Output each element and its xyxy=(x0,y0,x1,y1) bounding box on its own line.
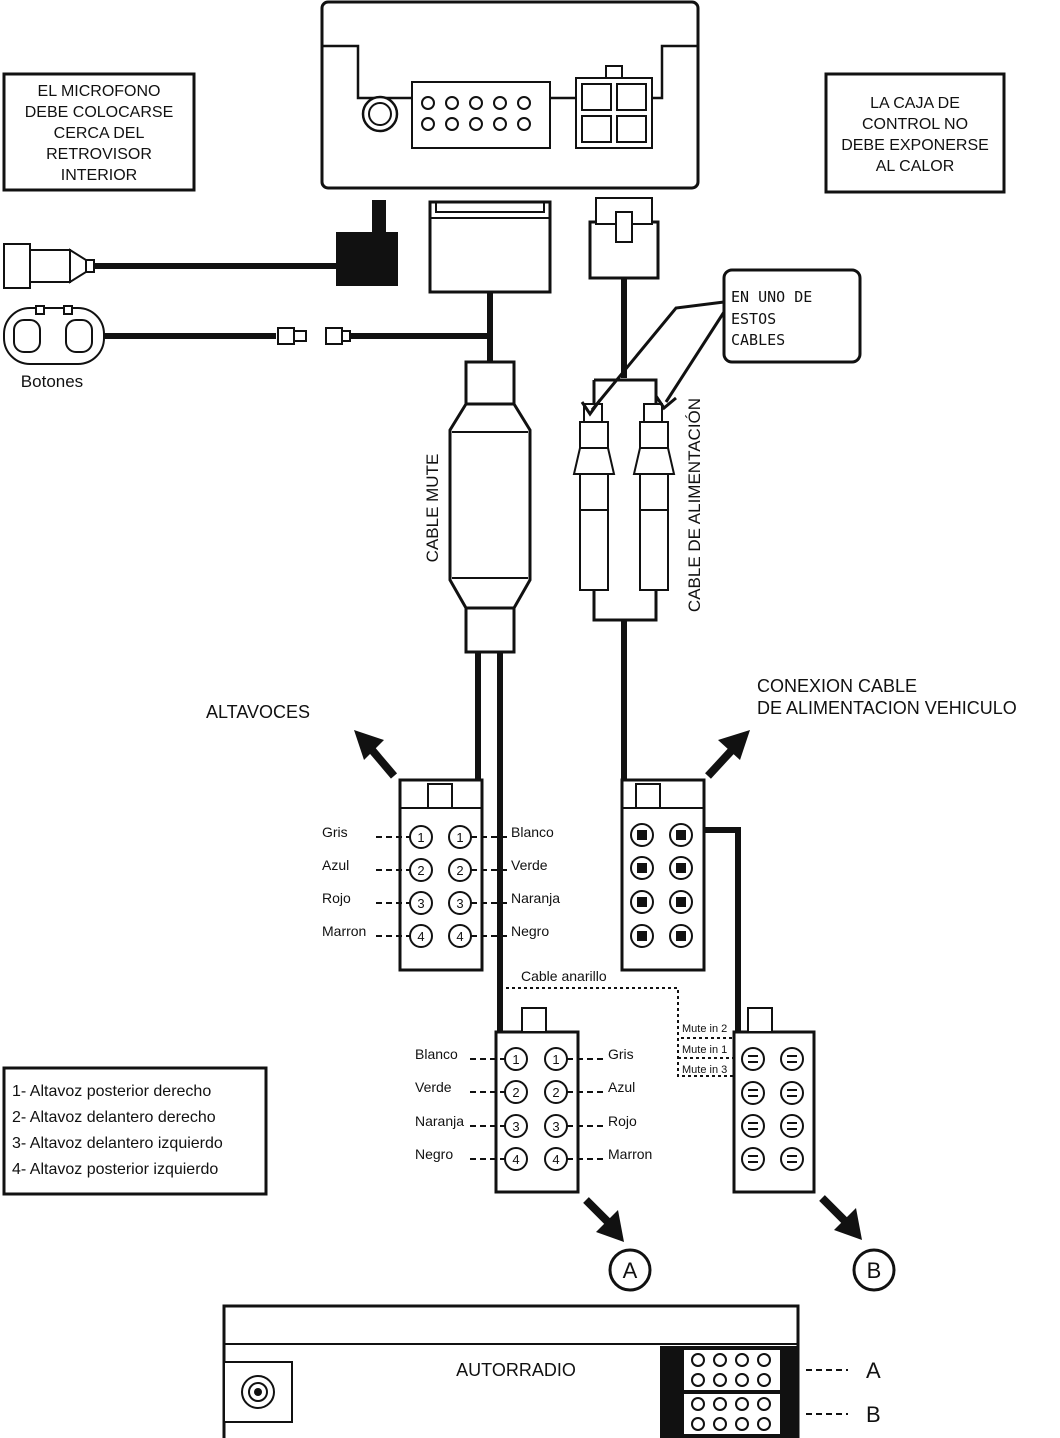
note-microphone: EL MICROFONO DEBE COLOCARSE CERCA DEL RE… xyxy=(2,72,196,192)
pin-number: 1 xyxy=(512,1052,519,1067)
wire-label: Gris xyxy=(322,824,348,840)
power-cable: CABLE DE ALIMENTACIÓN xyxy=(572,197,704,780)
pin-number: 2 xyxy=(417,863,424,878)
mute-option: Mute in 1 xyxy=(682,1044,727,1056)
power-cable-label: CABLE DE ALIMENTACIÓN xyxy=(685,398,704,612)
mute-cable-label: CABLE MUTE xyxy=(423,454,442,563)
pin-number: 3 xyxy=(552,1119,559,1134)
wire-label: Naranja xyxy=(415,1113,464,1129)
control-box-pin-grid xyxy=(421,96,531,131)
wire-label: Azul xyxy=(608,1079,635,1095)
radio-port-pins xyxy=(691,1353,771,1431)
wire-label: Rojo xyxy=(608,1113,637,1129)
wire-label: Verde xyxy=(415,1079,452,1095)
note-control-box: LA CAJA DE CONTROL NO DEBE EXPONERSE AL … xyxy=(824,72,1006,194)
pin-number: 4 xyxy=(512,1152,519,1167)
port-a-marker: A xyxy=(623,1258,638,1283)
note-control-box-line: LA CAJA DE xyxy=(870,95,960,112)
pin-number: 3 xyxy=(512,1119,519,1134)
speakers-label: ALTAVOCES xyxy=(206,702,310,722)
legend-item: 1- Altavoz posterior derecho xyxy=(12,1083,211,1100)
pin-number: 4 xyxy=(417,929,424,944)
wire-label: Verde xyxy=(511,857,548,873)
mute-option: Mute in 3 xyxy=(682,1064,727,1076)
legend-item: 2- Altavoz delantero derecho xyxy=(12,1109,216,1126)
note-microphone-line: EL MICROFONO xyxy=(38,83,161,100)
wire-label: Naranja xyxy=(511,890,560,906)
note-microphone-line: DEBE COLOCARSE xyxy=(25,104,173,121)
vehicle-power-connector: CONEXION CABLE DE ALIMENTACION VEHICULO xyxy=(620,676,1017,1032)
buttons-pad: Botones xyxy=(3,305,488,391)
yellow-cable-label: Cable anarillo xyxy=(521,968,607,984)
speaker-legend: 1- Altavoz posterior derecho 2- Altavoz … xyxy=(2,1066,268,1196)
microphone xyxy=(3,200,398,289)
note-control-box-line: DEBE EXPONERSE xyxy=(841,137,989,154)
note-one-of-cables-line: EN UNO DE xyxy=(731,288,812,306)
note-one-of-cables-line: CABLES xyxy=(731,331,785,349)
wire-label: Negro xyxy=(415,1146,453,1162)
port-b-marker: B xyxy=(867,1258,882,1283)
pin-number: 2 xyxy=(456,863,463,878)
wire-label: Blanco xyxy=(511,824,554,840)
pin-number: 4 xyxy=(552,1152,559,1167)
pin-number: 1 xyxy=(552,1052,559,1067)
connector-a: 1 1 2 2 3 3 4 4 Blanco Verde Naranja Neg… xyxy=(415,1007,652,1292)
vehicle-power-label: DE ALIMENTACION VEHICULO xyxy=(757,698,1017,718)
note-microphone-line: RETROVISOR xyxy=(46,146,152,163)
connector-b: B xyxy=(732,1007,896,1292)
mute-option: Mute in 2 xyxy=(682,1023,727,1035)
note-microphone-line: INTERIOR xyxy=(61,167,137,184)
pin-number: 3 xyxy=(417,896,424,911)
radio-port-b-label: B xyxy=(866,1402,881,1427)
car-radio: AUTORRADIO A B xyxy=(222,1304,881,1438)
pin-number: 3 xyxy=(456,896,463,911)
note-control-box-line: CONTROL NO xyxy=(862,116,968,133)
pin-number: 1 xyxy=(456,830,463,845)
speakers-pin-rows: 1 1 2 2 3 3 4 4 xyxy=(409,825,472,948)
note-one-of-cables: EN UNO DE ESTOS CABLES xyxy=(580,268,862,417)
wire-label: Blanco xyxy=(415,1046,458,1062)
speakers-connector: ALTAVOCES 1 1 2 2 3 3 4 4 Gris Azul Rojo… xyxy=(206,702,560,972)
note-control-box-line: AL CALOR xyxy=(876,158,955,175)
note-microphone-line: CERCA DEL xyxy=(54,125,145,142)
pin-number: 1 xyxy=(417,830,424,845)
pin-number: 2 xyxy=(552,1085,559,1100)
mute-cable: CABLE MUTE xyxy=(423,200,552,1032)
wire-label: Marron xyxy=(322,923,366,939)
power-pin-rows xyxy=(630,823,693,948)
radio-label: AUTORRADIO xyxy=(456,1360,576,1380)
vehicle-power-label: CONEXION CABLE xyxy=(757,676,917,696)
wire-label: Rojo xyxy=(322,890,351,906)
buttons-label: Botones xyxy=(21,372,83,391)
connector-b-pins xyxy=(741,1047,804,1171)
legend-item: 4- Altavoz posterior izquierdo xyxy=(12,1161,218,1178)
radio-port-a-label: A xyxy=(866,1358,881,1383)
control-box xyxy=(320,0,700,190)
pin-number: 4 xyxy=(456,929,463,944)
pin-number: 2 xyxy=(512,1085,519,1100)
wire-label: Azul xyxy=(322,857,349,873)
legend-item: 3- Altavoz delantero izquierdo xyxy=(12,1135,223,1152)
wire-label: Gris xyxy=(608,1046,634,1062)
wire-label: Marron xyxy=(608,1146,652,1162)
wire-label: Negro xyxy=(511,923,549,939)
note-one-of-cables-line: ESTOS xyxy=(731,310,776,328)
